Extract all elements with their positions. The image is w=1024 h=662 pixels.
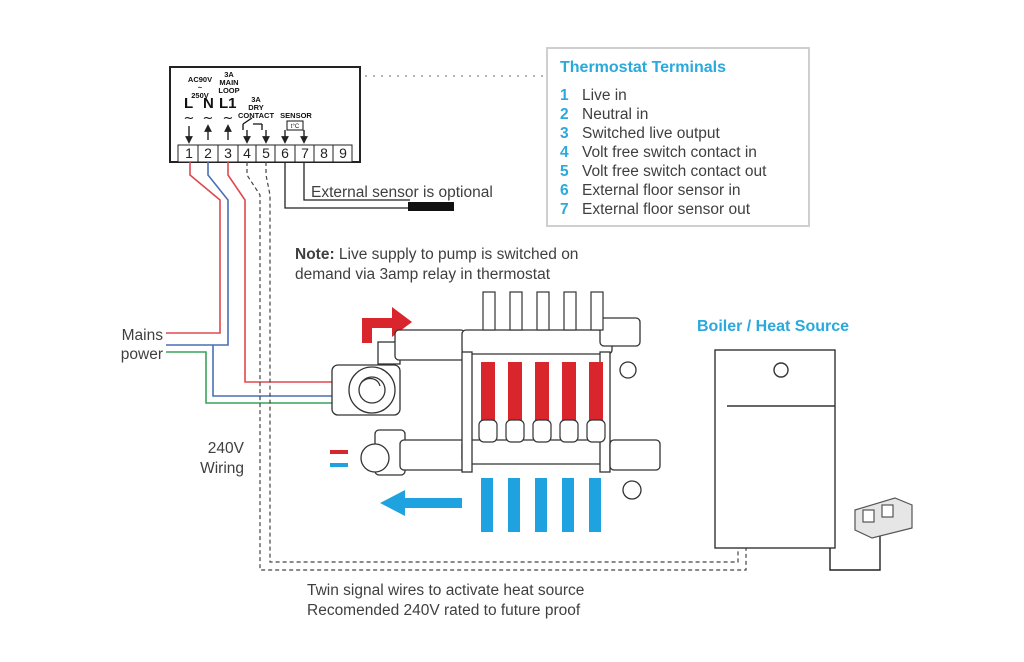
dry-label-3: CONTACT [237, 111, 275, 120]
return-loops [481, 478, 601, 532]
mains-wires [166, 162, 332, 404]
terminal-5: 5 [262, 145, 270, 161]
main-label-3: LOOP [218, 86, 240, 95]
legend-num: 6 [560, 182, 569, 199]
dry-label-2: DRY [248, 103, 264, 112]
terminal-9: 9 [339, 145, 347, 161]
signal-wires [246, 162, 747, 571]
legend-label: Volt free switch contact in [582, 144, 757, 161]
ac-label-tilde: ~ [197, 83, 203, 92]
manifold [461, 317, 661, 500]
flow-arrow-hot [362, 307, 412, 343]
mains-power-label: Mains power [113, 326, 163, 364]
hot-indicator [330, 450, 348, 454]
legend-item: 5 Volt free switch contact out [560, 163, 766, 181]
power-cord [829, 532, 881, 571]
legend-label: External floor sensor out [582, 201, 751, 218]
sensor-icon [286, 120, 304, 131]
legend-num: 3 [560, 125, 569, 142]
legend-item: 1 Live in [560, 87, 627, 105]
legend-item: 6 External floor sensor in [560, 182, 741, 200]
terminal-symbol-l1: L1 [219, 95, 237, 112]
svg-text:~: ~ [203, 111, 214, 126]
terminal-legend: Thermostat Terminals 1 Live in 2 Neutral i… [546, 47, 810, 227]
boiler-title: Boiler / Heat Source [697, 318, 850, 335]
legend-item: 2 Neutral in [560, 106, 648, 124]
legend-item: 7 External floor sensor out [560, 201, 750, 219]
sensor-optional-note: External sensor is optional [311, 184, 493, 201]
legend-label: Live in [582, 87, 627, 104]
boiler [714, 349, 836, 549]
mains-line-1: Mains [121, 327, 163, 344]
dry-contact-label: 3A DRY CONTACT [236, 96, 276, 120]
terminal-4: 4 [243, 145, 251, 161]
main-label-2: MAIN [219, 78, 239, 87]
supply-loops [481, 362, 603, 424]
main-label-1: 3A [224, 70, 234, 79]
terminal-1: 1 [185, 145, 193, 161]
legend-item: 3 Switched live output [560, 125, 720, 143]
mains-line-2: power [120, 346, 163, 363]
flow-arrow-cold [380, 490, 462, 516]
pump [331, 329, 466, 476]
twin-line-2: Recomended 240V rated to future proof [307, 602, 581, 619]
sensor-probe [408, 202, 454, 211]
legend-num: 7 [560, 201, 569, 218]
sensor-cable [284, 162, 410, 209]
legend-num: 4 [560, 144, 569, 161]
terminal-dividers [197, 145, 334, 162]
ac-label-2: 250V [191, 91, 209, 100]
terminal-6: 6 [281, 145, 289, 161]
ac-symbols: ~ ~ ~ [184, 111, 234, 126]
note-line-2: demand via 3amp relay in thermostat [295, 266, 551, 283]
legend-num: 1 [560, 87, 569, 104]
legend-title: Thermostat Terminals [560, 59, 726, 76]
ac-label-1: AC90V [187, 75, 213, 84]
main-loop-label: 3A MAIN LOOP [216, 71, 242, 95]
terminal-2: 2 [204, 145, 212, 161]
legend-label: Volt free switch contact out [582, 163, 767, 180]
terminal-symbol-l: L [184, 95, 194, 112]
cold-indicator [330, 463, 348, 467]
wiring-line-2: Wiring [200, 460, 244, 477]
svg-text:~: ~ [223, 111, 234, 126]
terminal-3: 3 [224, 145, 232, 161]
flow-meters [482, 291, 604, 331]
legend-label: External floor sensor in [582, 182, 741, 199]
note-line-1: Live supply to pump is switched on [334, 246, 579, 263]
legend-num: 2 [560, 106, 569, 123]
dry-label-1: 3A [251, 95, 261, 104]
terminal-arrows [185, 117, 308, 144]
legend-label: Neutral in [582, 106, 649, 123]
legend-item: 4 Volt free switch contact in [560, 144, 757, 162]
pump-note: Note: Live supply to pump is switched on… [295, 245, 578, 285]
terminal-7: 7 [301, 145, 309, 161]
power-socket [854, 497, 913, 539]
sensor-label: SENSOR [280, 111, 312, 120]
terminal-strip [177, 144, 353, 163]
signal-wire-note: Twin signal wires to activate heat sourc… [307, 581, 584, 621]
note-bold: Note: [295, 246, 335, 263]
svg-text:t°C: t°C [291, 124, 300, 130]
legend-label: Switched live output [582, 125, 720, 142]
wiring-line-1: 240V [207, 440, 244, 457]
terminal-symbol-n: N [203, 95, 214, 112]
legend-num: 5 [560, 163, 569, 180]
twin-line-1: Twin signal wires to activate heat sourc… [307, 582, 585, 599]
terminal-8: 8 [320, 145, 328, 161]
svg-text:~: ~ [184, 111, 195, 126]
ac-voltage-label: AC90V ~ 250V [180, 76, 220, 100]
wiring-label: 240V Wiring [194, 439, 244, 479]
valve-heads [478, 419, 606, 443]
